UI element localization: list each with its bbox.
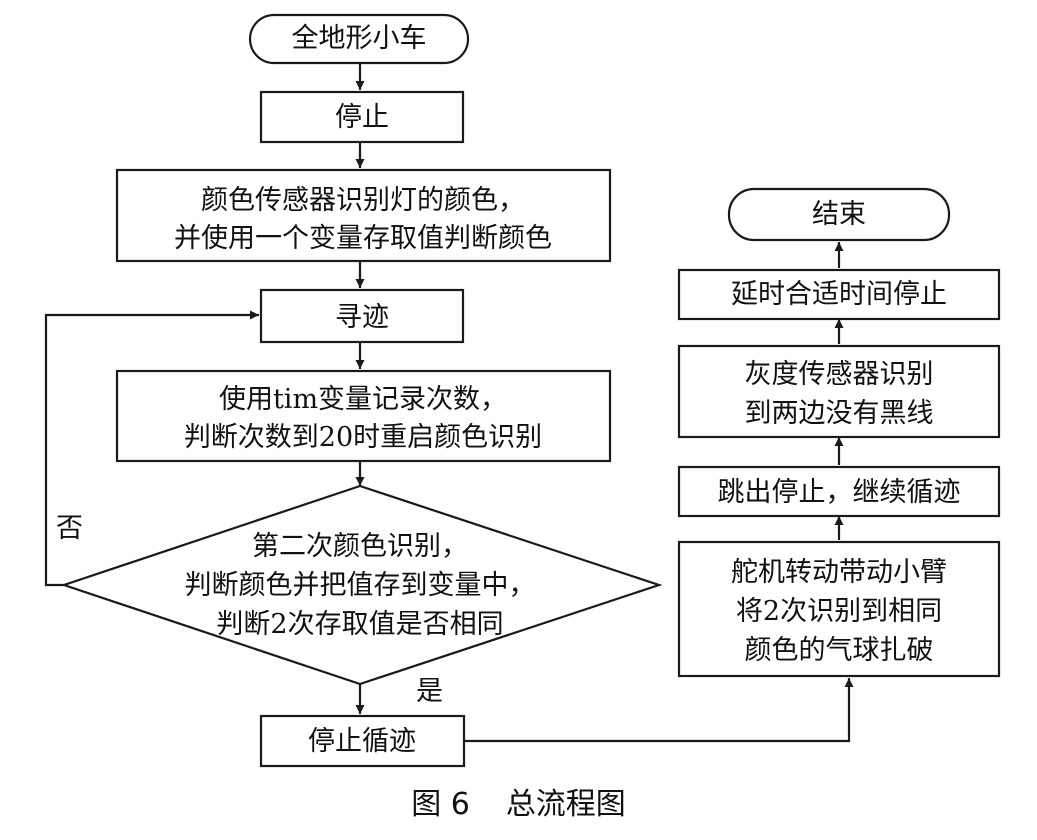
node-line-follow-text: 寻迹 xyxy=(335,302,389,333)
node-resume-follow: 跳出停止，继续循迹 xyxy=(677,465,1001,518)
node-stop: 停止 xyxy=(259,90,465,144)
node-stop-follow: 停止循迹 xyxy=(259,714,466,768)
node-second-detect: 第二次颜色识别， 判断颜色并把值存到变量中， 判断2次存取值是否相同 xyxy=(60,484,663,686)
process-shape xyxy=(677,268,1001,321)
process-shape xyxy=(677,540,1001,678)
process-shape xyxy=(259,714,466,768)
node-servo-pop: 舵机转动带动小臂 将2次识别到相同 颜色的气球扎破 xyxy=(677,540,1001,678)
figure-number: 图 6 xyxy=(411,787,470,822)
node-second-detect-line-3: 判断2次存取值是否相同 xyxy=(216,609,503,640)
terminal-shape xyxy=(727,187,951,242)
connectors xyxy=(44,64,854,743)
node-line-follow: 寻迹 xyxy=(259,288,465,344)
process-shape xyxy=(677,465,1001,518)
node-end-text: 结束 xyxy=(812,199,866,230)
node-gray-detect: 灰度传感器识别 到两边没有黑线 xyxy=(677,344,1001,439)
process-shape xyxy=(259,90,465,144)
node-servo-pop-line-3: 颜色的气球扎破 xyxy=(745,635,934,666)
terminal-shape xyxy=(248,13,470,65)
process-shape xyxy=(115,168,612,263)
node-delay-stop-text: 延时合适时间停止 xyxy=(731,279,947,310)
node-stop-follow-text: 停止循迹 xyxy=(308,726,416,757)
node-gray-detect-line-1: 灰度传感器识别 xyxy=(745,359,934,390)
process-shape xyxy=(115,369,612,463)
edge-stop-follow-to-servo xyxy=(464,678,854,743)
node-color-detect-line-1: 颜色传感器识别灯的颜色， xyxy=(201,185,525,216)
edge-decision-no-loop xyxy=(44,310,259,587)
figure-caption: 图 6 总流程图 xyxy=(0,785,1037,825)
node-servo-pop-line-1: 舵机转动带动小臂 xyxy=(731,557,947,588)
node-start-text: 全地形小车 xyxy=(292,23,427,54)
node-gray-detect-line-2: 到两边没有黑线 xyxy=(745,398,934,429)
node-color-detect: 颜色传感器识别灯的颜色， 并使用一个变量存取值判断颜色 xyxy=(115,168,612,263)
node-resume-follow-text: 跳出停止，继续循迹 xyxy=(718,477,961,508)
edge-label-yes: 是 xyxy=(416,676,443,707)
decision-shape xyxy=(60,484,663,686)
node-tim-count: 使用tim变量记录次数， 判断次数到20时重启颜色识别 xyxy=(115,369,612,463)
node-stop-text: 停止 xyxy=(335,102,389,133)
node-second-detect-line-1: 第二次颜色识别， xyxy=(252,531,468,562)
node-end: 结束 xyxy=(727,187,951,242)
node-tim-count-line-2: 判断次数到20时重启颜色识别 xyxy=(184,422,542,453)
node-tim-count-line-1: 使用tim变量记录次数， xyxy=(219,384,507,415)
figure-title: 总流程图 xyxy=(505,787,626,822)
process-shape xyxy=(677,344,1001,439)
process-shape xyxy=(259,288,465,344)
node-servo-pop-line-2: 将2次识别到相同 xyxy=(736,596,942,627)
node-delay-stop: 延时合适时间停止 xyxy=(677,268,1001,321)
node-color-detect-line-2: 并使用一个变量存取值判断颜色 xyxy=(174,223,552,254)
node-second-detect-line-2: 判断颜色并把值存到变量中， xyxy=(185,570,536,601)
edge-label-no: 否 xyxy=(56,513,83,544)
node-start: 全地形小车 xyxy=(248,13,470,65)
